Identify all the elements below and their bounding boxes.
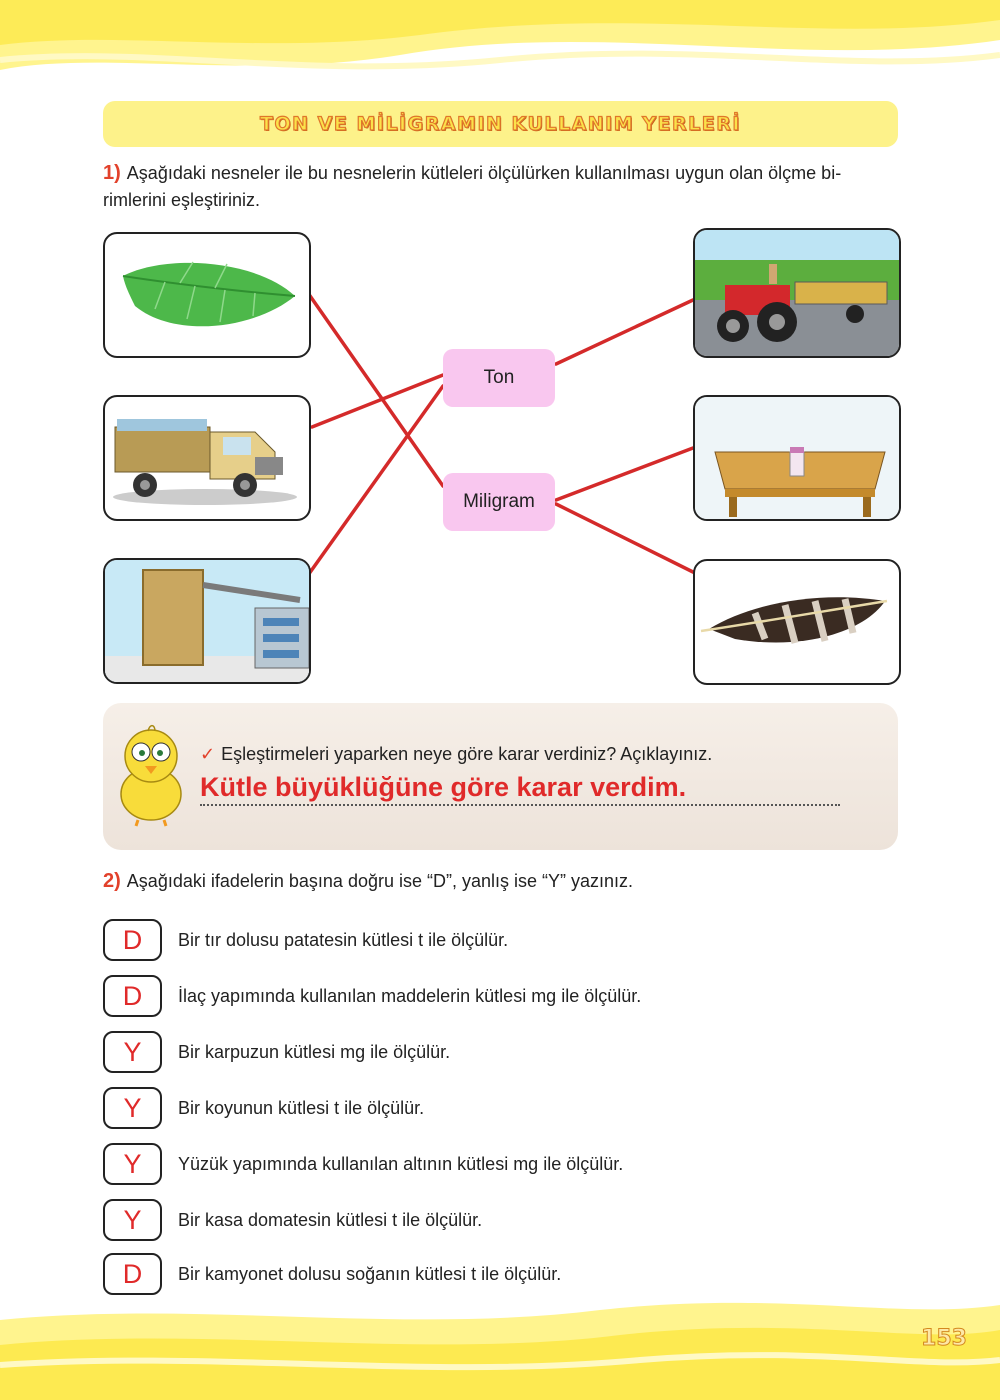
question-2-text: Aşağıdaki ifadelerin başına doğru ise “D… <box>126 871 634 891</box>
statement-row: D Bir tır dolusu patatesin kütlesi t ile… <box>103 919 508 961</box>
question-2: 2)Aşağıdaki ifadelerin başına doğru ise … <box>103 868 903 895</box>
truck-image <box>103 395 311 521</box>
statement-text: Yüzük yapımında kullanılan altının kütle… <box>178 1153 624 1174</box>
statement-row: Y Yüzük yapımında kullanılan altının küt… <box>103 1143 623 1185</box>
statement-text: Bir koyunun kütlesi t ile ölçülür. <box>178 1097 425 1118</box>
line-leaf-miligram <box>306 291 445 488</box>
statement-text: İlaç yapımında kullanılan maddelerin küt… <box>178 985 642 1006</box>
medicine-bottle-image <box>693 395 901 521</box>
answer-box[interactable]: Y <box>103 1031 162 1073</box>
statement-row: Y Bir kasa domatesin kütlesi t ile ölçül… <box>103 1199 482 1241</box>
statement-row: D Bir kamyonet dolusu soğanın kütlesi t … <box>103 1253 561 1295</box>
silo-image <box>103 558 311 684</box>
reflection-panel <box>103 703 898 850</box>
tractor-image <box>693 228 901 358</box>
statement-text: Bir tır dolusu patatesin kütlesi t ile ö… <box>178 929 509 950</box>
feather-image <box>693 559 901 685</box>
question-1-text-line2: rimlerini eşleştiriniz. <box>103 190 261 210</box>
unit-miligram[interactable]: Miligram <box>443 473 555 531</box>
pencil-icon: ✓ <box>200 744 216 764</box>
answer-box[interactable]: D <box>103 975 162 1017</box>
chick-mascot <box>120 724 182 827</box>
question-1: 1)Aşağıdaki nesneler ile bu nesnelerin k… <box>103 160 903 214</box>
reflection-answer[interactable]: Kütle büyüklüğüne göre karar verdim. <box>200 770 840 806</box>
statement-row: Y Bir karpuzun kütlesi mg ile ölçülür. <box>103 1031 450 1073</box>
statement-text: Bir karpuzun kütlesi mg ile ölçülür. <box>178 1041 451 1062</box>
bottom-decorative-band <box>0 1302 1000 1400</box>
answer-box[interactable]: Y <box>103 1199 162 1241</box>
line-miligram-feather <box>554 502 695 574</box>
page-number: 153 <box>921 1326 968 1352</box>
question-1-number: 1) <box>103 162 121 184</box>
statement-row: D İlaç yapımında kullanılan maddelerin k… <box>103 975 641 1017</box>
answer-box[interactable]: D <box>103 1253 162 1295</box>
top-decorative-band <box>0 0 1000 70</box>
page-title: TON VE MİLİGRAMIN KULLANIM YERLERİ <box>259 112 741 135</box>
line-truck-ton <box>310 373 445 429</box>
line-miligram-bottle <box>554 446 695 502</box>
title-banner: TON VE MİLİGRAMIN KULLANIM YERLERİ <box>103 101 898 147</box>
answer-box[interactable]: Y <box>103 1143 162 1185</box>
line-ton-tractor <box>554 298 695 366</box>
leaf-image <box>103 232 311 358</box>
reflection-prompt: ✓ Eşleştirmeleri yaparken neye göre kara… <box>200 744 712 765</box>
statement-row: Y Bir koyunun kütlesi t ile ölçülür. <box>103 1087 424 1129</box>
line-silo-ton <box>304 384 445 580</box>
unit-ton[interactable]: Ton <box>443 349 555 407</box>
reflection-prompt-text: Eşleştirmeleri yaparken neye göre karar … <box>221 744 713 764</box>
statement-text: Bir kamyonet dolusu soğanın kütlesi t il… <box>178 1263 562 1284</box>
question-1-text: Aşağıdaki nesneler ile bu nesnelerin küt… <box>126 163 842 183</box>
question-2-number: 2) <box>103 870 121 892</box>
answer-box[interactable]: Y <box>103 1087 162 1129</box>
answer-box[interactable]: D <box>103 919 162 961</box>
statement-text: Bir kasa domatesin kütlesi t ile ölçülür… <box>178 1209 483 1230</box>
